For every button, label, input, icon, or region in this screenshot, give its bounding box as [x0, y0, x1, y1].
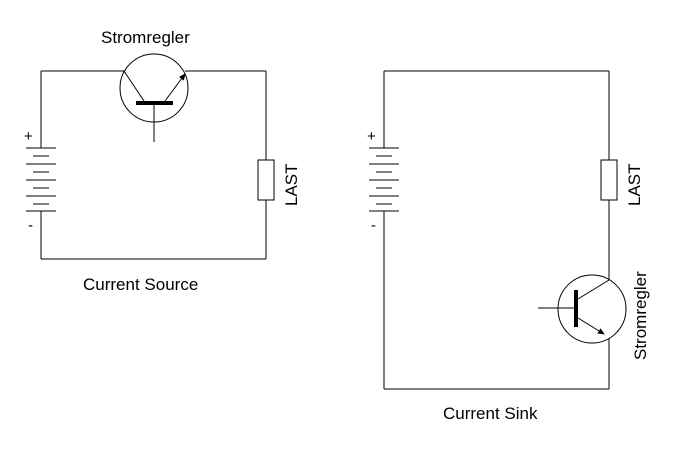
sink-wires [383, 70, 610, 390]
current-sink-circuit: + - LAST Stromregler Current Sink [367, 70, 650, 423]
sink-load-label: LAST [625, 163, 644, 206]
sink-battery: + - [367, 128, 399, 234]
source-load: LAST [257, 159, 301, 206]
source-battery: + - [24, 128, 56, 234]
sink-load: LAST [600, 159, 644, 206]
source-transistor: Stromregler [101, 28, 190, 142]
source-battery-plus: + [24, 128, 33, 145]
current-source-caption: Current Source [83, 275, 198, 294]
current-source-circuit: + - Stromregler LAST Current Source [24, 28, 301, 294]
source-battery-minus: - [28, 217, 33, 234]
sink-battery-minus: - [371, 217, 376, 234]
sink-transistor: Stromregler [538, 271, 650, 360]
sink-battery-plus: + [367, 128, 376, 145]
current-sink-caption: Current Sink [443, 404, 538, 423]
source-wires [40, 70, 267, 260]
source-load-label: LAST [282, 163, 301, 206]
source-regulator-label: Stromregler [101, 28, 190, 47]
sink-regulator-label: Stromregler [631, 271, 650, 360]
